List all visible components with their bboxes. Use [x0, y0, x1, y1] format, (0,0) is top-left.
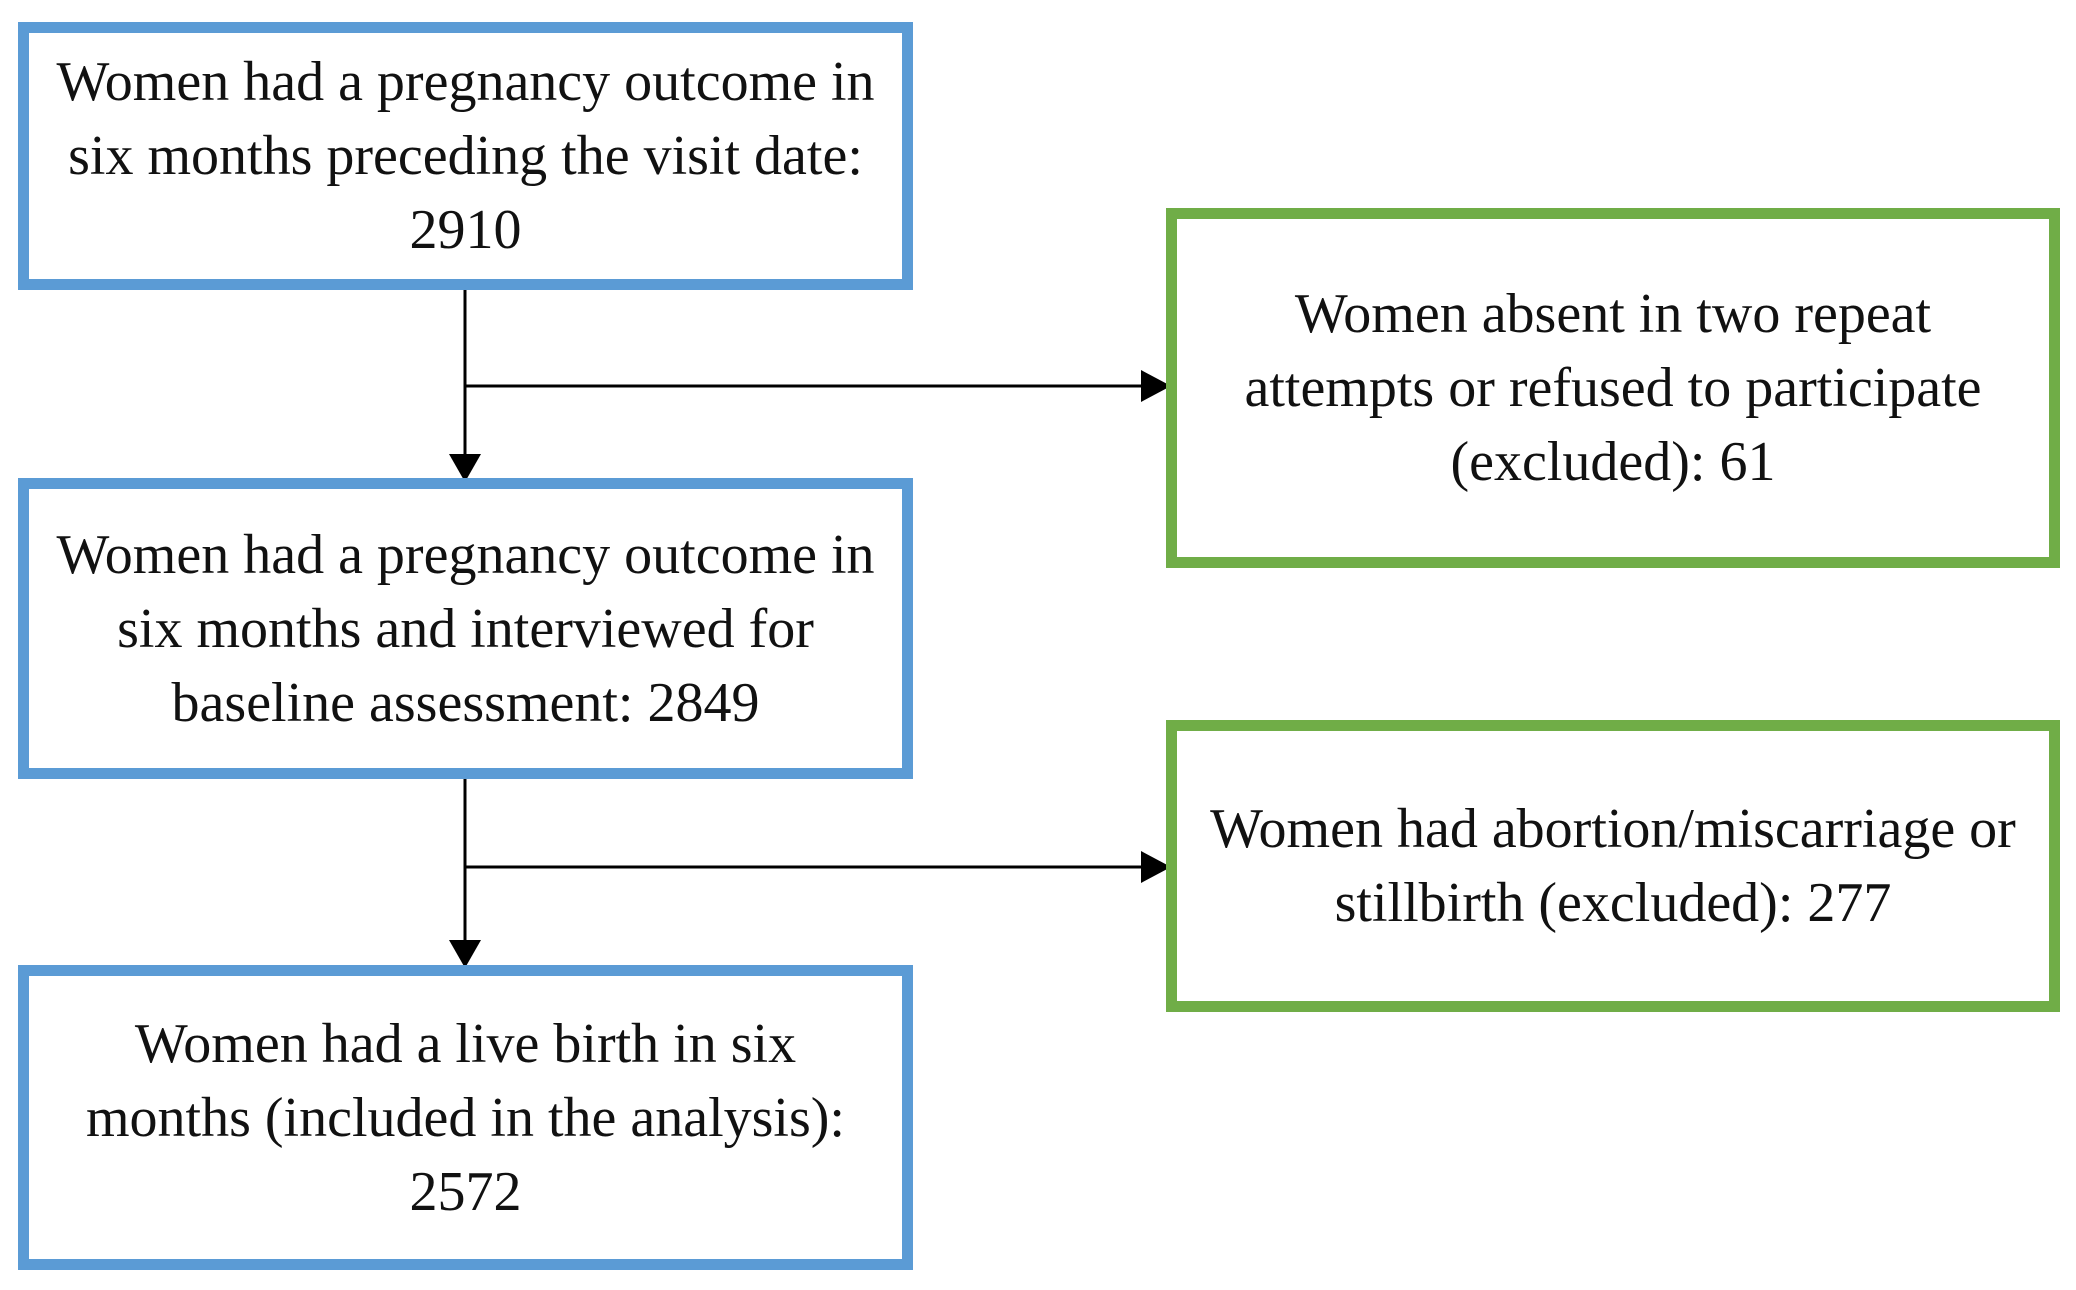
arrowhead-interviewed	[449, 454, 481, 482]
node-excluded-outcome: Women had abortion/miscarriage or stillb…	[1166, 720, 2060, 1012]
arrowhead-excluded-absent	[1141, 370, 1171, 402]
node-interviewed-label: Women had a pregnancy outcome in six mon…	[56, 523, 875, 734]
node-excluded-outcome-label: Women had abortion/miscarriage or stillb…	[1210, 798, 2016, 934]
node-included-label: Women had a live birth in six months (in…	[86, 1012, 845, 1223]
arrowhead-included	[449, 940, 481, 968]
node-included: Women had a live birth in six months (in…	[18, 965, 913, 1270]
node-screened: Women had a pregnancy outcome in six mon…	[18, 22, 913, 290]
arrowhead-excluded-outcome	[1141, 851, 1171, 883]
node-interviewed: Women had a pregnancy outcome in six mon…	[18, 478, 913, 779]
node-excluded-absent-label: Women absent in two repeat attempts or r…	[1244, 283, 1982, 493]
node-excluded-absent: Women absent in two repeat attempts or r…	[1166, 208, 2060, 568]
node-screened-label: Women had a pregnancy outcome in six mon…	[56, 51, 875, 261]
